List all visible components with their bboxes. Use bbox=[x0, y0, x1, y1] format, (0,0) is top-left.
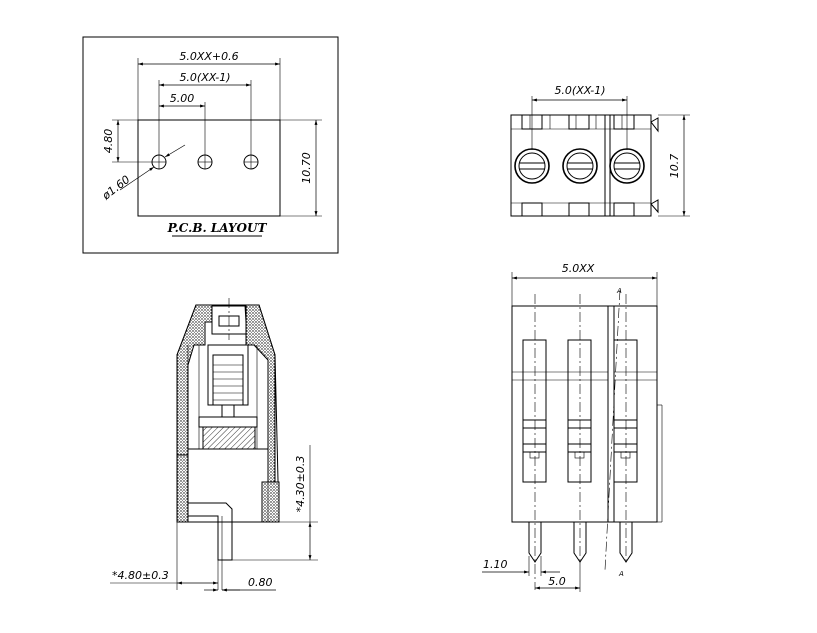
top-screw-1 bbox=[514, 148, 550, 184]
pcb-dim-hole-label: ø1.60 bbox=[99, 173, 132, 203]
front-pin-3 bbox=[619, 522, 633, 563]
side-dim-pin-height-label: *4.30±0.3 bbox=[294, 456, 307, 513]
top-screw-3 bbox=[609, 148, 645, 184]
pcb-dim-height-label: 10.70 bbox=[300, 152, 313, 184]
side-dim-pin-thickness-label: 0.80 bbox=[248, 576, 273, 589]
front-view: A A 5.0XX 1.10 5.0 bbox=[482, 262, 663, 592]
pcb-dim-row-label: 4.80 bbox=[102, 129, 115, 154]
pcb-dim-span-label: 5.0(XX-1) bbox=[179, 71, 230, 84]
front-dim-pitch-label: 5.0 bbox=[548, 575, 566, 588]
pcb-layout-title: P.C.B. LAYOUT bbox=[167, 221, 268, 235]
front-section-mark-bottom: A bbox=[618, 570, 624, 578]
front-body bbox=[511, 305, 658, 523]
pcb-hole-1 bbox=[151, 154, 167, 170]
pcb-layout-frame bbox=[82, 36, 339, 254]
side-screw-threads bbox=[213, 364, 243, 401]
top-dim-span-label: 5.0(XX-1) bbox=[554, 84, 605, 97]
top-view: 5.0(XX-1) 10.7 bbox=[510, 84, 690, 217]
front-slot-1 bbox=[522, 339, 547, 483]
pcb-layout-view: 5.0XX+0.6 5.0(XX-1) 5.00 4.80 ø1.60 10.7… bbox=[82, 36, 339, 254]
pcb-dim-overall-label: 5.0XX+0.6 bbox=[179, 50, 238, 63]
side-dim-pin-offset-label: *4.80±0.3 bbox=[112, 569, 169, 582]
pcb-hole-3 bbox=[243, 154, 259, 170]
front-slot-3 bbox=[613, 339, 638, 483]
pcb-outline bbox=[137, 119, 281, 217]
front-section-mark-top: A bbox=[616, 287, 622, 295]
side-view: *4.30±0.3 *4.80±0.3 0.80 bbox=[110, 298, 318, 592]
front-slot-2 bbox=[567, 339, 592, 483]
top-dim-height-label: 10.7 bbox=[668, 154, 681, 179]
front-dim-pin-width-label: 1.10 bbox=[483, 558, 508, 571]
top-screw-2 bbox=[562, 148, 598, 184]
front-pin-1 bbox=[528, 522, 542, 563]
pcb-hole-2 bbox=[197, 154, 213, 170]
front-dim-width-label: 5.0XX bbox=[562, 262, 595, 275]
pcb-dim-pitch-label: 5.00 bbox=[170, 92, 195, 105]
side-pin bbox=[187, 502, 233, 561]
